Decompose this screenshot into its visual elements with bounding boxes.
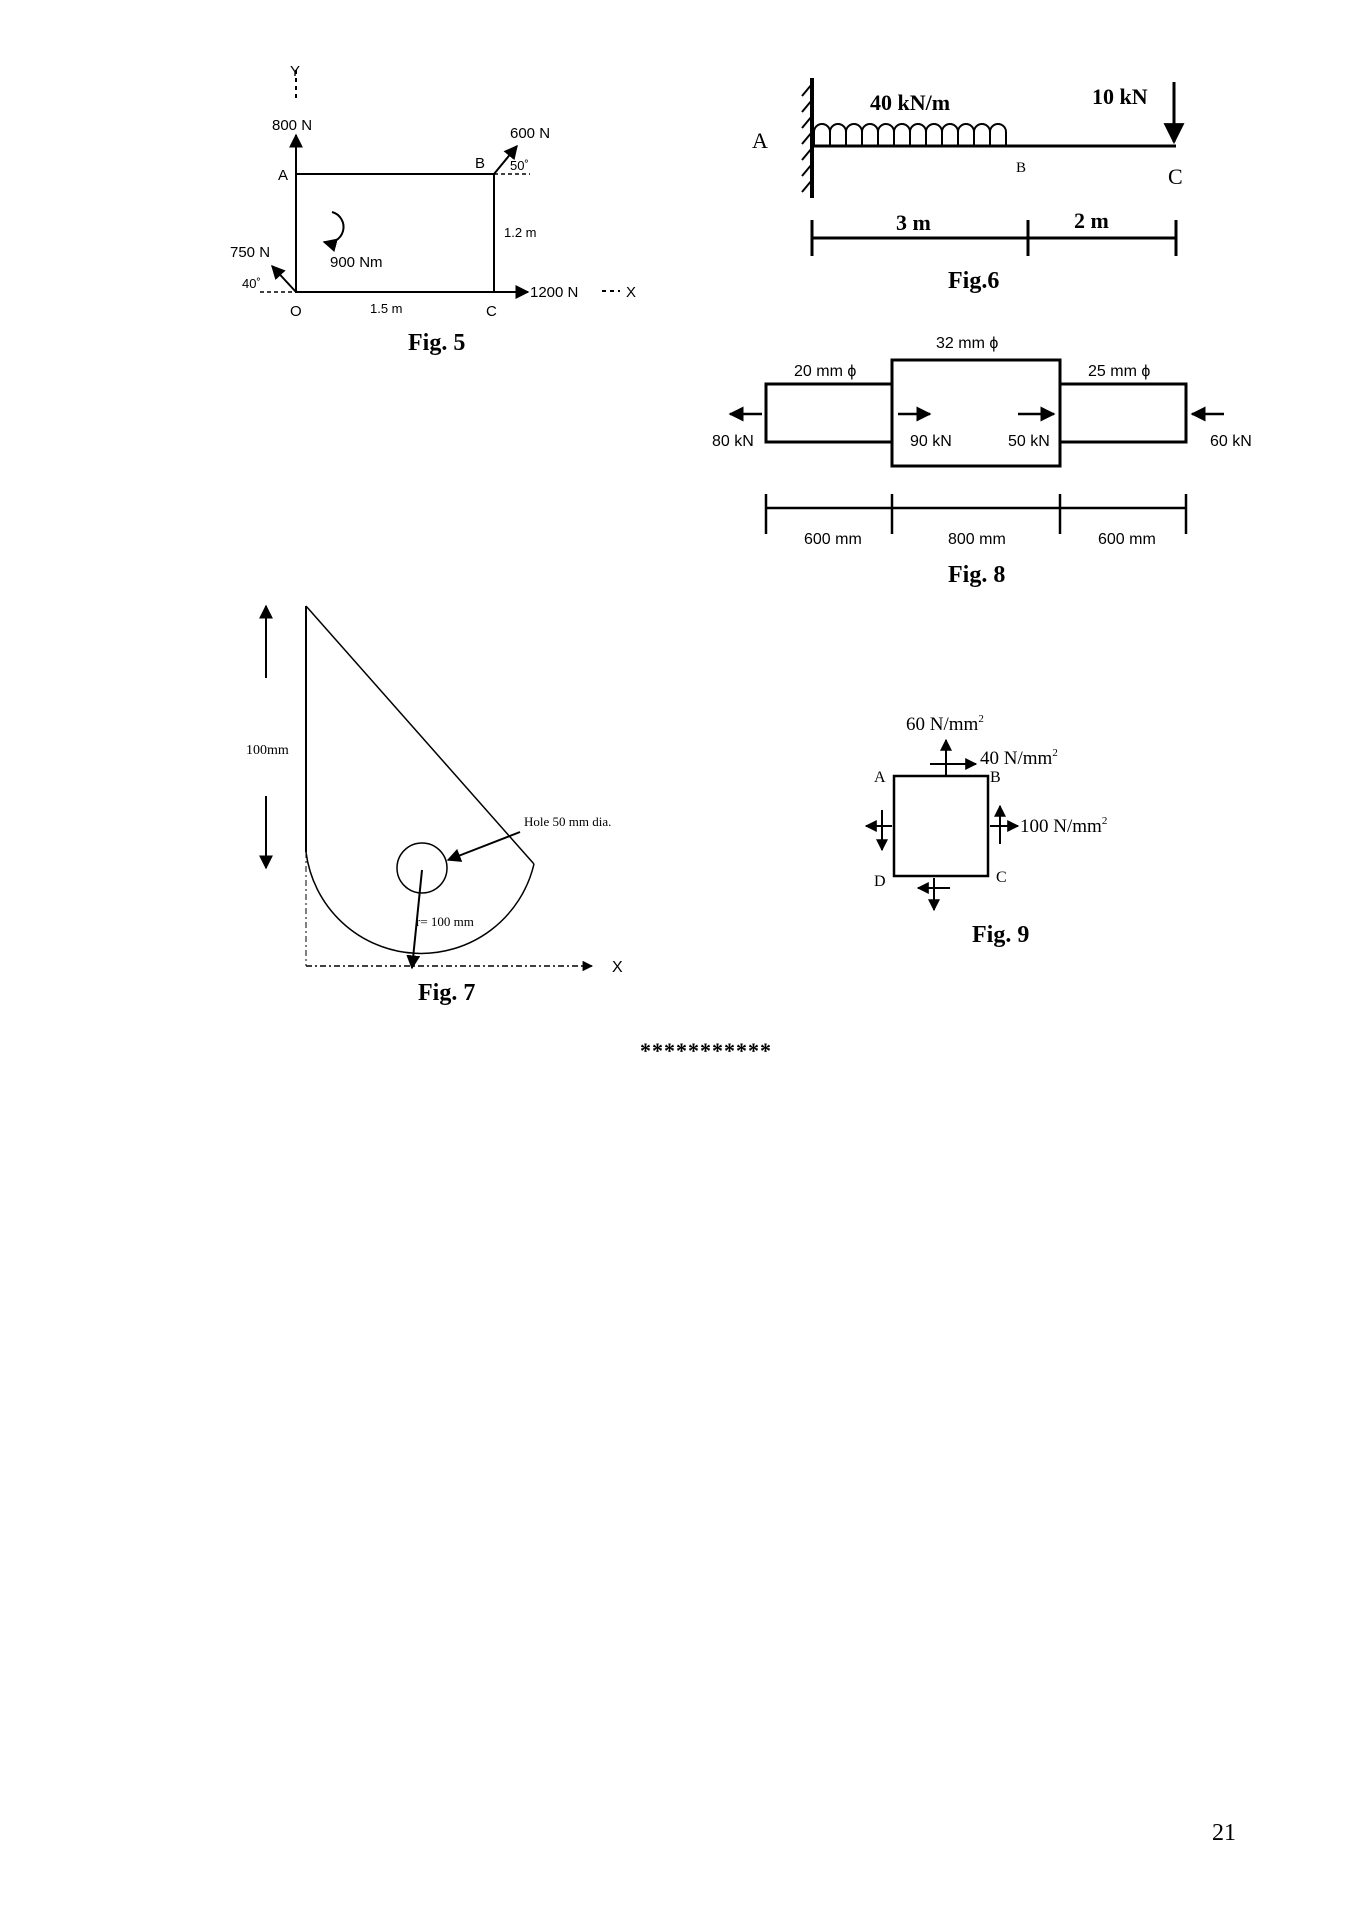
fig5-y-label: Y — [290, 63, 300, 80]
fig7-edge-hypotenuse — [305, 605, 535, 865]
fig6-point-b: B — [1016, 160, 1026, 176]
fig9-caption: Fig. 9 — [972, 922, 1030, 948]
fig5-caption: Fig. 5 — [408, 330, 466, 356]
fig6-point-a: A — [752, 128, 768, 153]
fig9-sigma-y-sup: 2 — [978, 713, 984, 725]
fig7-hole-leader — [446, 831, 521, 862]
fig6-udl — [813, 123, 1007, 146]
fig5-point-c: C — [486, 303, 497, 320]
fig6-point-c: C — [1168, 164, 1183, 189]
fig9-sigma-x-sup: 2 — [1102, 815, 1108, 827]
fig6-span1: 3 m — [896, 210, 931, 235]
fig8-bar-section-1 — [764, 382, 894, 444]
fig5-angle-o: 40˚ — [242, 276, 261, 291]
fig9-sigma-y-label: 60 N/mm2 — [906, 713, 984, 735]
fig5-force-c-label: 1200 N — [530, 284, 578, 301]
fig7-diagram: 100mm X Hole 50 mm dia. r= 100 mm — [246, 604, 623, 976]
fig7-hole — [396, 842, 448, 894]
fig5-force-o-arrow — [271, 264, 297, 293]
fig5-x-label: X — [626, 284, 636, 301]
fig6-udl-label: 40 kN/m — [870, 90, 950, 115]
fig5-moment-label: 900 Nm — [330, 254, 383, 271]
fig6-support-hatch — [801, 83, 813, 193]
fig9-point-c: C — [996, 869, 1007, 886]
fig5-force-b-label: 600 N — [510, 125, 550, 142]
fig8-bar-section-3 — [1058, 382, 1188, 444]
fig6-point-load-label: 10 kN — [1092, 84, 1148, 109]
fig8-diameter-2: 32 mm ϕ — [936, 335, 998, 352]
fig8-force-2-label: 90 kN — [910, 433, 952, 450]
fig8-diagram: 32 mm ϕ 20 mm ϕ 25 mm ϕ 80 kN 90 kN 50 k… — [712, 335, 1252, 548]
fig5-point-a: A — [278, 167, 288, 184]
fig8-diameter-3: 25 mm ϕ — [1088, 363, 1150, 380]
fig9-sigma-y-text: 60 N/mm — [906, 714, 979, 735]
fig9-point-b: B — [990, 769, 1001, 786]
fig7-hole-label: Hole 50 mm dia. — [524, 814, 611, 829]
fig7-caption: Fig. 7 — [418, 980, 476, 1006]
fig5-dim-height: 1.2 m — [504, 225, 537, 240]
fig5-force-o-label: 750 N — [230, 244, 270, 261]
fig5-angle-b: 50˚ — [510, 158, 529, 173]
fig5-dim-width: 1.5 m — [370, 301, 403, 316]
fig7-semicircle — [305, 851, 535, 955]
fig8-caption: Fig. 8 — [948, 562, 1006, 588]
fig7-x-label: X — [612, 959, 623, 976]
fig9-tau-sup: 2 — [1052, 747, 1058, 759]
fig9-point-a: A — [874, 769, 886, 786]
fig8-force-1-label: 80 kN — [712, 433, 754, 450]
fig8-length-3: 600 mm — [1098, 531, 1156, 548]
fig5-point-b: B — [475, 155, 485, 172]
fig5-point-o: O — [290, 303, 302, 320]
fig9-tau-label: 40 N/mm2 — [980, 747, 1058, 769]
fig8-diameter-1: 20 mm ϕ — [794, 363, 856, 380]
fig6-diagram: A 40 kN/m B 10 kN C 3 m 2 m — [752, 78, 1185, 256]
fig9-diagram: 60 N/mm2 40 N/mm2 A B C D 100 N/mm2 — [864, 713, 1107, 912]
fig8-force-4-label: 60 kN — [1210, 433, 1252, 450]
fig7-height-label: 100mm — [246, 743, 289, 758]
fig6-caption: Fig.6 — [948, 268, 1000, 294]
fig9-sigma-x-label: 100 N/mm2 — [1020, 815, 1107, 837]
end-of-paper-stars: *********** — [640, 1038, 772, 1063]
fig5-force-b-arrow — [493, 144, 518, 175]
fig5-moment-arc — [322, 211, 345, 252]
fig9-tau-text: 40 N/mm — [980, 748, 1053, 769]
fig6-span2: 2 m — [1074, 208, 1109, 233]
fig8-length-1: 600 mm — [804, 531, 862, 548]
fig9-sigma-x-text: 100 N/mm — [1020, 816, 1102, 837]
fig5-diagram: Y 800 N A B 600 N 50˚ 1.2 m 900 Nm 750 N… — [230, 63, 636, 320]
page-number: 21 — [1212, 1820, 1236, 1846]
fig5-force-a-label: 800 N — [272, 117, 312, 134]
fig7-radius-arrow — [406, 869, 423, 970]
fig9-element — [892, 774, 990, 878]
fig8-force-3-label: 50 kN — [1008, 433, 1050, 450]
fig8-length-2: 800 mm — [948, 531, 1006, 548]
fig7-radius-label: r= 100 mm — [416, 914, 474, 929]
fig9-point-d: D — [874, 873, 886, 890]
fig5-plate — [295, 173, 495, 293]
